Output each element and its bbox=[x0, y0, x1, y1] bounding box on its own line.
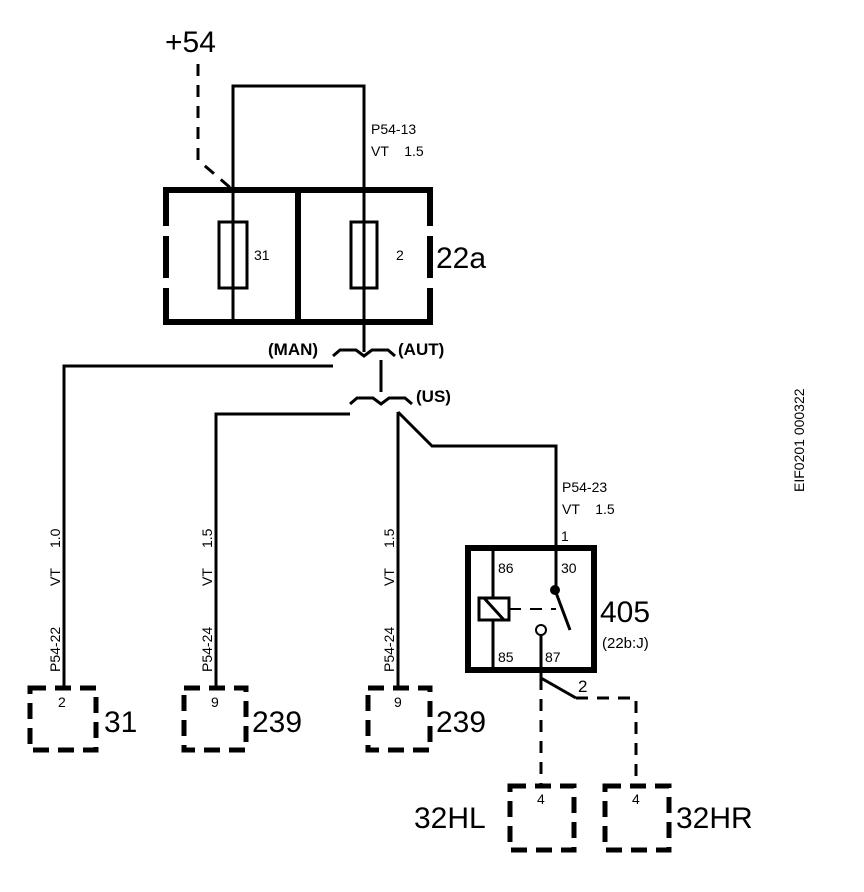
wire-to-31 bbox=[62, 364, 333, 688]
relay-contact-87 bbox=[535, 624, 547, 636]
connector-32hr-pin: 4 bbox=[632, 791, 640, 807]
relay-feed-code: P54-23 bbox=[562, 479, 607, 495]
connector-239-b-label: 239 bbox=[436, 706, 486, 739]
fuse-31-number: 31 bbox=[254, 247, 270, 263]
us-bracket bbox=[349, 396, 413, 406]
left-wire-code: P54-22 bbox=[47, 627, 63, 672]
fuse-box bbox=[162, 187, 434, 325]
fuse-loop-wire bbox=[231, 84, 366, 190]
top-wire-code: P54-13 bbox=[371, 121, 416, 137]
connector-239-a-pin: 9 bbox=[211, 694, 219, 710]
connector-239-a: 9 bbox=[181, 685, 249, 753]
relay-pin-86: 86 bbox=[498, 560, 514, 576]
variant-man: (MAN) bbox=[268, 340, 318, 359]
variant-aut: (AUT) bbox=[398, 340, 444, 359]
connector-31-pin: 2 bbox=[58, 694, 66, 710]
relay-sublabel: (22b:J) bbox=[602, 635, 649, 652]
right-wire-color: VT bbox=[381, 568, 397, 586]
connector-32hl-pin: 4 bbox=[537, 791, 545, 807]
connector-32hr-label: 32HR bbox=[676, 802, 753, 835]
wire-to-239-a bbox=[214, 412, 350, 688]
relay-input-pin: 1 bbox=[561, 528, 569, 544]
wire-to-relay bbox=[396, 410, 558, 548]
man-aut-bracket bbox=[332, 348, 396, 358]
fuse-2-number: 2 bbox=[396, 247, 404, 263]
right-wire-code: P54-24 bbox=[381, 627, 397, 672]
relay-output-wire bbox=[539, 670, 577, 700]
relay-pin-87: 87 bbox=[545, 649, 561, 665]
mid-wire-code: P54-24 bbox=[199, 627, 215, 672]
connector-239-b-pin: 9 bbox=[394, 694, 402, 710]
connector-32hl: 4 bbox=[507, 783, 577, 853]
supply-wire bbox=[196, 64, 234, 192]
supply-label: +54 bbox=[165, 26, 216, 59]
relay-pin-85: 85 bbox=[498, 649, 514, 665]
wire-to-32hr bbox=[576, 696, 638, 786]
variant-us: (US) bbox=[416, 387, 451, 406]
connector-239-b: 9 bbox=[365, 685, 433, 753]
left-wire-color: VT bbox=[47, 568, 63, 586]
relay-pin-30: 30 bbox=[561, 560, 577, 576]
relay-405 bbox=[465, 545, 597, 673]
connector-32hr: 4 bbox=[602, 783, 672, 853]
connector-31-label: 31 bbox=[104, 706, 137, 739]
relay-label: 405 bbox=[600, 596, 650, 629]
relay-feed-spec: VT 1.5 bbox=[562, 501, 615, 517]
right-wire-size: 1.5 bbox=[381, 528, 397, 548]
fuse-box-label: 22a bbox=[436, 242, 486, 275]
connector-32hl-label: 32HL bbox=[414, 802, 486, 835]
mid-wire-color: VT bbox=[199, 568, 215, 586]
connector-239-a-label: 239 bbox=[252, 706, 302, 739]
connector-31: 2 bbox=[27, 685, 99, 753]
relay-output-pin: 2 bbox=[578, 677, 587, 696]
left-wire-size: 1.0 bbox=[47, 528, 63, 548]
doc-id: EIF0201 000322 bbox=[791, 388, 807, 492]
top-wire-spec: VT 1.5 bbox=[371, 143, 424, 159]
mid-wire-size: 1.5 bbox=[199, 528, 215, 548]
